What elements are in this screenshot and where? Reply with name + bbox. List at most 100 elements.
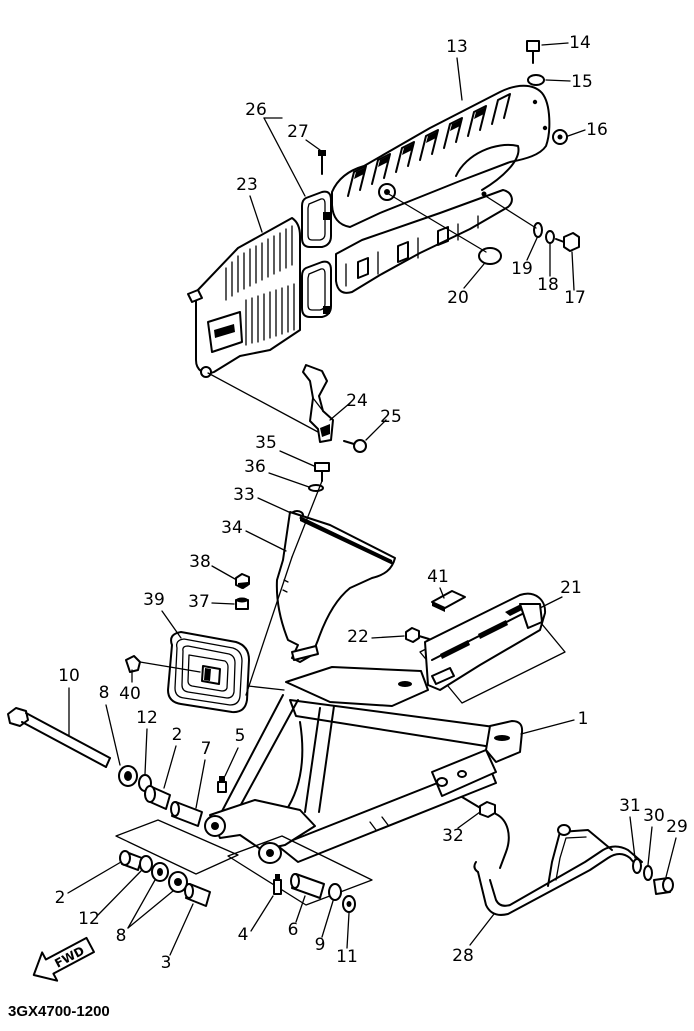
swingarm-right-end bbox=[485, 720, 524, 763]
leader-33 bbox=[257, 497, 292, 514]
swingarm-axle-hole-a bbox=[436, 777, 448, 787]
leader-29 bbox=[665, 837, 677, 878]
leader-25 bbox=[365, 419, 387, 441]
callout-9: 9 bbox=[315, 935, 326, 955]
leader-37 bbox=[211, 602, 235, 605]
swingarm-top-bracket-slot bbox=[398, 681, 412, 687]
callout-21: 21 bbox=[560, 578, 582, 598]
stand-hook bbox=[473, 861, 479, 873]
stand-tube-outer bbox=[477, 853, 641, 916]
drawing-code: 3GX4700-1200 bbox=[8, 1003, 110, 1020]
callout-37: 37 bbox=[188, 592, 210, 612]
washer-8-lower-b-hole bbox=[174, 878, 182, 886]
finned-cover-upper-fins bbox=[225, 225, 293, 301]
cap-37-top bbox=[236, 597, 248, 603]
callout-34: 34 bbox=[221, 518, 243, 538]
leader-2-lower bbox=[67, 861, 122, 894]
callout-14: 14 bbox=[569, 33, 591, 53]
washer-9 bbox=[328, 883, 342, 901]
bolt-17-shank bbox=[555, 238, 565, 243]
callout-1: 1 bbox=[578, 709, 589, 729]
gasket-upper-screw bbox=[323, 212, 330, 220]
center-stand-28 bbox=[473, 813, 643, 916]
callout-26: 26 bbox=[245, 100, 267, 120]
swingarm-strut-right bbox=[304, 705, 335, 813]
washer-30 bbox=[643, 865, 653, 881]
chain-case-lower-cover bbox=[335, 189, 513, 294]
callout-8-lower: 8 bbox=[116, 926, 127, 946]
leader-20 bbox=[463, 263, 485, 289]
dust-boot-ring-3 bbox=[187, 654, 229, 692]
swingarm-pivot-left-hole bbox=[211, 822, 219, 830]
dust-boot-39 bbox=[167, 631, 250, 714]
callout-36: 36 bbox=[244, 457, 266, 477]
screw-27-head bbox=[318, 150, 326, 156]
axis-35-39 bbox=[291, 480, 323, 558]
chain-puller-end-cap bbox=[519, 603, 543, 629]
leader-21 bbox=[539, 596, 563, 609]
axis-23-24 bbox=[207, 372, 319, 433]
axis-34-boot bbox=[245, 556, 293, 696]
dust-boot-ring-2 bbox=[181, 645, 236, 699]
nut-11-hole bbox=[346, 901, 352, 907]
washer-31 bbox=[632, 858, 642, 874]
washer-19 bbox=[533, 222, 543, 238]
callout-18: 18 bbox=[537, 275, 559, 295]
callout-33: 33 bbox=[233, 485, 255, 505]
callout-38: 38 bbox=[189, 552, 211, 572]
swingarm-upper-tube bbox=[289, 699, 503, 749]
gasket-26 bbox=[301, 190, 332, 318]
callout-2-upper: 2 bbox=[172, 725, 183, 745]
stand-pivot-lug bbox=[557, 824, 571, 836]
callout-5: 5 bbox=[235, 726, 246, 746]
callout-20: 20 bbox=[447, 288, 469, 308]
bracket-24 bbox=[302, 364, 334, 443]
bolt-25-shank bbox=[343, 440, 355, 445]
callout-8-upper: 8 bbox=[99, 683, 110, 703]
leader-5 bbox=[224, 747, 239, 777]
nut-38-shade bbox=[238, 582, 248, 589]
pivot-bolt-10-shaft bbox=[21, 712, 111, 768]
bracket-24-bend bbox=[312, 397, 324, 412]
collar-6-end bbox=[290, 873, 300, 889]
callout-27: 27 bbox=[287, 122, 309, 142]
finned-cover-lower-lug bbox=[200, 366, 212, 378]
leader-26-b bbox=[263, 117, 306, 197]
chain-puller-slots bbox=[440, 603, 528, 659]
bolt-17 bbox=[555, 232, 580, 252]
leader-2-upper bbox=[163, 745, 177, 789]
bolt-22 bbox=[405, 627, 430, 643]
leader-27 bbox=[305, 139, 321, 151]
washer-8-upper-hole bbox=[124, 771, 132, 781]
bushing-2-lower-end bbox=[119, 850, 131, 866]
callout-2-lower: 2 bbox=[55, 888, 66, 908]
leader-35 bbox=[279, 450, 315, 467]
plug-20 bbox=[478, 247, 502, 265]
axis-40-boot bbox=[139, 661, 201, 673]
callout-labels: 13 14 15 16 26 27 23 19 18 17 20 24 25 3… bbox=[55, 33, 688, 973]
bolt-35-head bbox=[314, 462, 330, 472]
callout-17: 17 bbox=[564, 288, 586, 308]
swingarm-front-crossmember bbox=[209, 799, 316, 851]
callout-3: 3 bbox=[161, 953, 172, 973]
chain-guard-foot bbox=[291, 645, 319, 661]
finned-cover-lower-fins bbox=[245, 283, 295, 346]
chain-case-screw-hole-b bbox=[542, 125, 548, 131]
bolt-35 bbox=[314, 462, 330, 482]
bolt-25-head bbox=[353, 439, 367, 453]
leader-12-upper bbox=[144, 728, 148, 775]
callout-35: 35 bbox=[255, 433, 277, 453]
swingarm-1 bbox=[204, 666, 524, 864]
bolt-14-head bbox=[526, 40, 540, 52]
bolt-22-head bbox=[405, 627, 420, 643]
swingarm-curved-brace bbox=[284, 721, 304, 813]
callout-24: 24 bbox=[346, 391, 368, 411]
washer-15 bbox=[527, 74, 545, 86]
stand-spring bbox=[495, 813, 510, 869]
nut-16-center bbox=[557, 134, 563, 140]
leader-13 bbox=[456, 57, 463, 101]
callout-16: 16 bbox=[586, 120, 608, 140]
leader-9 bbox=[321, 900, 334, 938]
washer-8-lower-a-hole bbox=[157, 868, 163, 876]
fwd-arrow: FWD bbox=[32, 936, 96, 982]
